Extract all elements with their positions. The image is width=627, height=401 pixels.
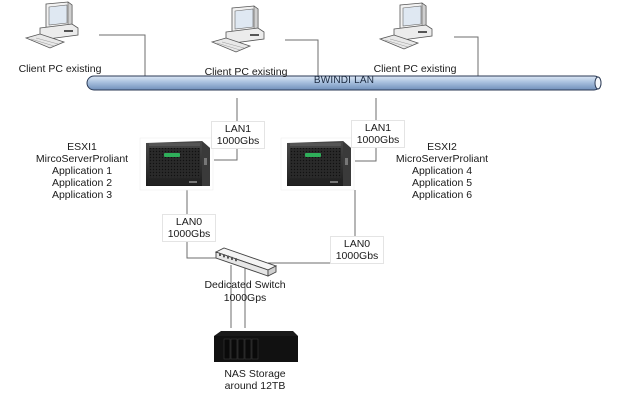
desktop-computer-icon [25,1,79,49]
esxi2-description: ESXI2 MicroServerProliant Application 4 … [380,141,504,201]
port-speed: 1000Gbs [335,250,379,262]
server-model: MircoServerProliant [35,153,129,165]
lan-label: BWINDI LAN [313,75,375,86]
server-app: Application 4 [411,165,473,177]
server-app: Application 3 [51,189,113,201]
client-label: Client PC existing [373,63,457,75]
server-app: Application 5 [411,177,473,189]
port-name: LAN0 [343,238,371,250]
connector-client-3 [454,36,479,77]
network-switch-icon [214,247,278,277]
server-tower-icon [280,137,355,191]
esxi1-lan0-label: LAN0 1000Gbs [162,214,216,242]
esxi2-lan0-label: LAN0 1000Gbs [330,236,384,264]
connector-lan1-esxi1 [214,98,238,161]
client-label: Client PC existing [204,66,288,78]
connector-client-1 [99,34,146,77]
connector-client-2 [285,39,319,77]
port-speed: 1000Gbs [356,134,400,146]
nas-capacity: around 12TB [224,380,286,392]
port-name: LAN1 [224,123,252,135]
client-label: Client PC existing [18,63,102,75]
lan-bus [86,75,602,91]
connector-lan0-esxi1 [186,190,225,259]
switch-label: Dedicated Switch [204,279,286,291]
port-speed: 1000Gbs [216,135,260,147]
esxi1-description: ESXI1 MircoServerProliant Application 1 … [20,141,144,201]
port-speed: 1000Gbs [167,228,211,240]
esxi1-lan1-label: LAN1 1000Gbs [211,121,265,149]
nas-storage-icon [205,328,305,366]
server-name: ESXI2 [427,141,457,153]
server-app: Application 1 [51,165,113,177]
nas-label: NAS Storage [224,368,286,380]
server-name: ESXI1 [67,141,97,153]
esxi2-lan1-label: LAN1 1000Gbs [351,120,405,148]
server-app: Application 2 [51,177,113,189]
connector-lan1-esxi2 [355,98,377,162]
port-name: LAN0 [175,216,203,228]
desktop-computer-icon [379,2,433,50]
port-name: LAN1 [364,122,392,134]
desktop-computer-icon [211,5,265,53]
server-model: MicroServerProliant [395,153,489,165]
switch-speed: 1000Gps [223,292,267,304]
server-tower-icon [139,137,214,191]
server-app: Application 6 [411,189,473,201]
